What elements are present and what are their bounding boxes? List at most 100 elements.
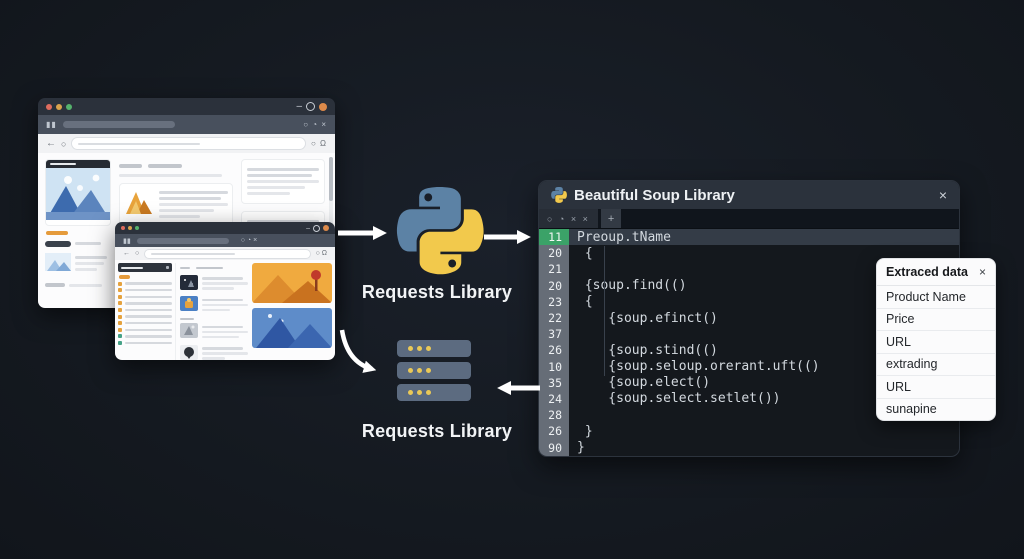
- reload-icon[interactable]: ○: [135, 250, 140, 257]
- code-line: 22 {soup.efinct(): [539, 309, 959, 327]
- item-thumbnail: [180, 296, 198, 311]
- close-traffic-light-icon[interactable]: [46, 103, 52, 110]
- maximize-traffic-light-icon[interactable]: [135, 226, 139, 230]
- browser-tab[interactable]: [62, 121, 175, 128]
- data-field-row[interactable]: URL: [877, 376, 995, 399]
- feed-item[interactable]: [180, 296, 248, 314]
- code-line: 26 {soup.stind((): [539, 342, 959, 359]
- server-stack-icon: [397, 340, 471, 406]
- close-traffic-light-icon[interactable]: [121, 226, 125, 230]
- feed-item[interactable]: [180, 274, 248, 293]
- close-icon[interactable]: ×: [938, 187, 947, 203]
- mountain-image: [252, 308, 332, 348]
- text-placeholder: [202, 303, 248, 306]
- text-placeholder: [75, 268, 97, 271]
- requests-library-label-top: Requests Library: [361, 282, 513, 302]
- text-placeholder: [68, 283, 102, 287]
- tab-placeholder[interactable]: [196, 266, 224, 269]
- nav-item[interactable]: [118, 281, 172, 286]
- profile-badge-icon[interactable]: [323, 225, 329, 231]
- maximize-traffic-light-icon[interactable]: [66, 103, 72, 110]
- nav-item[interactable]: [118, 314, 172, 319]
- editor-tab[interactable]: ○ ◔ × ×: [539, 209, 598, 228]
- item-thumbnail: [180, 274, 198, 290]
- text-placeholder: [202, 282, 248, 285]
- nav-item[interactable]: [118, 321, 172, 326]
- code-text: }: [577, 440, 585, 456]
- browser-tab[interactable]: [136, 237, 229, 244]
- restore-icon[interactable]: [313, 224, 320, 232]
- line-number: 23: [539, 293, 569, 310]
- python-icon: [551, 187, 567, 203]
- minimize-icon[interactable]: –: [296, 100, 302, 112]
- heading-placeholder: [147, 164, 182, 168]
- code-text: {soup.efinct(): [577, 310, 718, 326]
- reload-icon[interactable]: ○: [61, 138, 67, 149]
- section-label-placeholder: [180, 317, 194, 320]
- url-input[interactable]: [71, 137, 306, 150]
- text-placeholder: [75, 242, 102, 245]
- nav-item[interactable]: [118, 307, 172, 312]
- minimize-icon[interactable]: –: [306, 224, 310, 232]
- browser-menu-icon[interactable]: ▮▮: [46, 120, 57, 129]
- close-icon[interactable]: ×: [978, 265, 986, 279]
- nav-item[interactable]: [118, 327, 172, 332]
- text-placeholder: [202, 352, 248, 355]
- address-right-icons[interactable]: ○ Ω: [315, 250, 327, 257]
- nav-item[interactable]: [118, 340, 172, 345]
- nav-item[interactable]: [118, 334, 172, 339]
- line-number: 90: [539, 439, 569, 456]
- address-right-icons[interactable]: ○ Ω: [310, 139, 327, 148]
- sidebar-button[interactable]: [119, 275, 130, 279]
- data-field-row[interactable]: Product Name: [877, 286, 995, 309]
- text-placeholder: [247, 180, 319, 183]
- code-line: 26 }: [539, 423, 959, 440]
- code-line: 37: [539, 326, 959, 343]
- tab-tools-icons[interactable]: ○ ◔ ×: [240, 237, 258, 244]
- item-thumbnail: [180, 323, 198, 338]
- nav-item[interactable]: [118, 288, 172, 293]
- new-tab-button[interactable]: +: [600, 209, 622, 228]
- data-field-row[interactable]: sunapine: [886, 402, 937, 417]
- code-area[interactable]: 11 Preoup.tName 20 { 21 20 {soup.find(()…: [539, 229, 959, 456]
- back-icon[interactable]: ←: [123, 250, 130, 257]
- text-placeholder: [202, 325, 244, 328]
- code-text: {: [577, 245, 593, 261]
- article-card[interactable]: [241, 159, 325, 204]
- tab-tools-icons[interactable]: ○ ◔ ×: [303, 120, 327, 129]
- window-titlebar: –: [38, 98, 335, 115]
- feed-item[interactable]: [180, 323, 248, 341]
- nav-item[interactable]: [118, 294, 172, 299]
- line-number: 35: [539, 374, 569, 391]
- code-text: Preoup.tName: [577, 229, 671, 245]
- image-column: [252, 263, 332, 360]
- back-icon[interactable]: ←: [46, 138, 56, 149]
- mini-button[interactable]: [45, 283, 65, 287]
- minimize-traffic-light-icon[interactable]: [128, 226, 132, 230]
- text-placeholder: [202, 347, 244, 350]
- restore-icon[interactable]: [306, 102, 315, 111]
- code-text: {soup.select.setlet()): [577, 391, 781, 407]
- tab-placeholder[interactable]: [180, 266, 191, 269]
- nav-item[interactable]: [118, 301, 172, 306]
- data-field-row[interactable]: URL: [877, 331, 995, 354]
- data-field-row[interactable]: Price: [877, 309, 995, 331]
- feed-item[interactable]: [180, 344, 248, 361]
- article-card[interactable]: [45, 159, 111, 226]
- code-text: {soup.seloup.orerant.uft((): [577, 359, 820, 375]
- code-text: {soup.elect(): [577, 375, 711, 391]
- article-card[interactable]: [119, 183, 233, 226]
- code-line: 24 {soup.select.setlet()): [539, 390, 959, 408]
- code-line: 35 {soup.elect(): [539, 374, 959, 391]
- line-number: 21: [539, 261, 569, 278]
- data-field-row[interactable]: extrading: [877, 354, 995, 376]
- browser-menu-icon[interactable]: ▮▮: [123, 237, 131, 245]
- profile-badge-icon[interactable]: [319, 102, 327, 111]
- cta-button[interactable]: [46, 231, 68, 235]
- mountain-icon: [126, 192, 152, 214]
- tag-pill[interactable]: [45, 240, 71, 247]
- url-input[interactable]: [144, 248, 311, 259]
- minimize-traffic-light-icon[interactable]: [56, 103, 62, 110]
